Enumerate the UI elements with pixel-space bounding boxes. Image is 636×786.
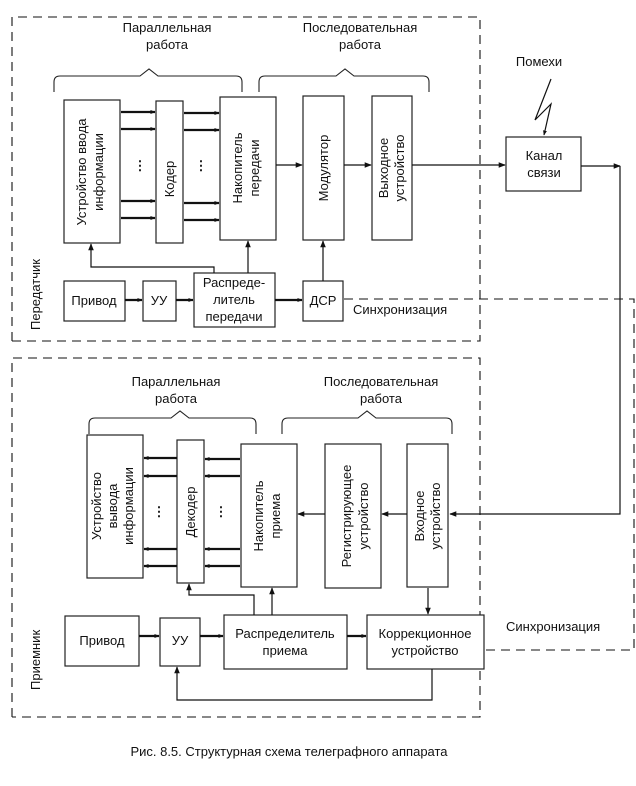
correction-device-text-2: устройство	[392, 643, 459, 658]
tx-distributor-block	[193, 272, 276, 328]
tx-control-block	[142, 280, 177, 322]
channel-text-1: Канал	[526, 148, 563, 163]
output-info-device-text-1: Устройство	[89, 472, 104, 540]
rx-parallel-arrows-2	[204, 457, 240, 568]
output-info-device-text-3: информации	[121, 467, 136, 545]
decoder-text: Декодер	[183, 487, 198, 538]
tx-sync-label: Синхронизация	[353, 302, 447, 317]
tx-drive-text: Привод	[71, 293, 117, 308]
channel-block	[505, 136, 582, 192]
tx-parallel-brace	[53, 68, 243, 92]
rx-sync-label: Синхронизация	[506, 619, 600, 634]
tx-parallel-arrows-1	[121, 110, 156, 220]
dsr-text: ДСР	[310, 293, 337, 308]
rx-distributor-text-2: приема	[263, 643, 309, 658]
tx-storage-text-2: передачи	[247, 139, 262, 196]
tx-drive-block	[63, 280, 126, 322]
tx-storage-block	[219, 96, 277, 241]
rx-serial-label-2: работа	[360, 391, 403, 406]
rx-distributor-text-1: Распределитель	[235, 626, 335, 641]
transmitter-frame	[11, 16, 481, 342]
tx-storage-text-1: Накопитель	[230, 132, 245, 203]
rx-parallel-label-2: работа	[155, 391, 198, 406]
register-device-block	[324, 443, 382, 589]
rx-ellipsis-2: ⋮	[215, 504, 228, 519]
figure-caption: Рис. 8.5. Структурная схема телеграфного…	[130, 744, 448, 759]
rx-drive-text: Привод	[79, 633, 125, 648]
rx-storage-text-1: Накопитель	[251, 480, 266, 551]
channel-to-receiver-line	[449, 166, 621, 517]
rx-control-block	[159, 617, 201, 667]
output-device-block	[371, 95, 413, 241]
modulator-text: Модулятор	[316, 135, 331, 202]
tx-parallel-arrows-2	[184, 111, 220, 222]
arrow-distributor-input	[88, 243, 215, 273]
rx-parallel-arrows-1	[143, 456, 177, 568]
register-device-text-2: устройство	[356, 483, 371, 550]
tx-sync-line	[344, 298, 635, 651]
rx-serial-label-1: Последовательная	[324, 374, 439, 389]
input-device-block	[63, 99, 121, 244]
noise-label: Помехи	[516, 54, 562, 69]
rx-drive-block	[64, 615, 140, 667]
coder-block	[155, 100, 184, 244]
rx-input-device-text-2: устройство	[428, 483, 443, 550]
output-info-device-text-2: вывода	[105, 483, 120, 529]
rx-parallel-brace	[88, 410, 257, 434]
input-device-text-2: информации	[91, 133, 106, 211]
arrow-distributor-decoder	[186, 583, 255, 615]
rx-input-device-text-1: Входное	[412, 490, 427, 541]
output-info-device-block	[86, 434, 144, 579]
noise-zigzag	[534, 78, 553, 136]
correction-device-text-1: Коррекционное	[379, 626, 472, 641]
tx-distributor-text-2: литель	[213, 292, 255, 307]
tx-serial-brace	[258, 68, 430, 92]
input-device-text-1: Устройство ввода	[74, 118, 89, 226]
output-device-text-1: Выходное	[376, 138, 391, 199]
tx-parallel-label-2: работа	[146, 37, 189, 52]
receiver-label: Приемник	[28, 630, 43, 690]
tx-serial-label-1: Последовательная	[303, 20, 418, 35]
channel-text-2: связи	[527, 165, 561, 180]
receiver-frame	[11, 357, 481, 718]
tx-ellipsis-2: ⋮	[195, 158, 208, 173]
rx-input-device-block	[406, 443, 449, 588]
tx-distributor-text-1: Распреде-	[203, 275, 265, 290]
rx-ellipsis-1: ⋮	[153, 504, 166, 519]
rx-serial-brace	[281, 410, 453, 434]
modulator-block	[302, 95, 345, 241]
correction-device-block	[366, 614, 485, 670]
register-device-text-1: Регистрирующее	[339, 465, 354, 568]
arrow-correction-control	[174, 666, 433, 701]
tx-distributor-text-3: передачи	[205, 309, 262, 324]
coder-text: Кодер	[162, 161, 177, 198]
tx-ellipsis-1: ⋮	[134, 158, 147, 173]
transmitter-label: Передатчик	[28, 259, 43, 330]
tx-control-text: УУ	[151, 293, 168, 308]
tx-serial-label-2: работа	[339, 37, 382, 52]
output-device-text-2: устройство	[392, 135, 407, 202]
rx-control-text: УУ	[172, 633, 189, 648]
rx-distributor-block	[223, 614, 348, 670]
decoder-block	[176, 439, 205, 584]
rx-storage-text-2: приема	[268, 493, 283, 539]
rx-storage-block	[240, 443, 298, 588]
tx-parallel-label-1: Параллельная	[123, 20, 212, 35]
rx-parallel-label-1: Параллельная	[132, 374, 221, 389]
